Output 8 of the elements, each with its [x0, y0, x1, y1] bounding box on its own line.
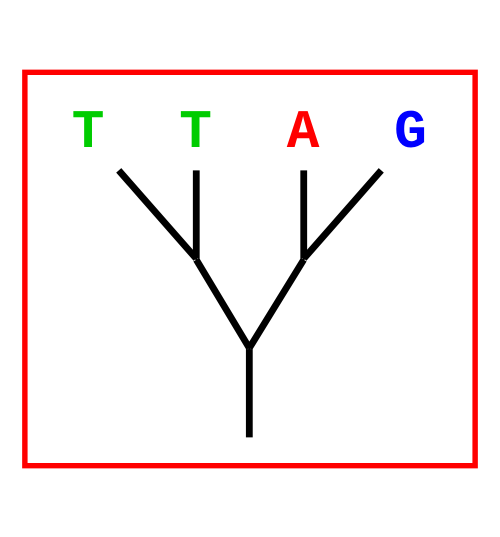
node-text: T: [179, 102, 212, 164]
node-text: T: [72, 102, 104, 164]
cluster: [22, 69, 478, 468]
connector: [192, 170, 200, 258]
node-text: A: [286, 102, 320, 164]
connector: [246, 348, 253, 437]
connector: [300, 170, 308, 258]
node-text: G: [394, 102, 427, 164]
